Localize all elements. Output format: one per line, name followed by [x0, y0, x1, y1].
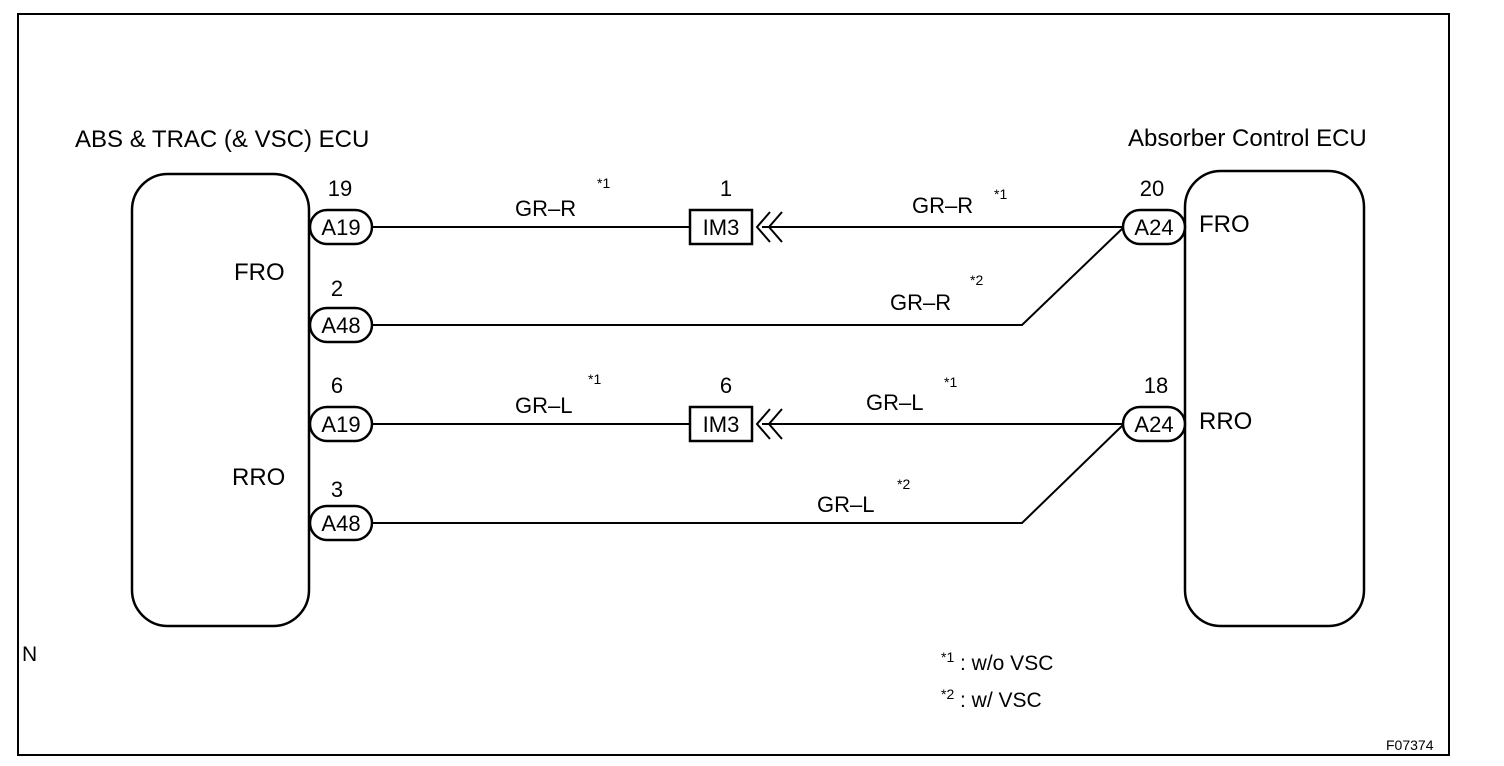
- wire-note: *2: [970, 272, 983, 288]
- legend-text: : w/o VSC: [960, 652, 1053, 675]
- connector-label: A24: [1134, 412, 1173, 437]
- pin-number: 1: [720, 176, 732, 201]
- connector-chevron-icon: [755, 211, 771, 243]
- pin-number: 18: [1144, 373, 1168, 398]
- pin-number: 3: [331, 477, 343, 502]
- wire-label-6: GR–L *2: [817, 476, 910, 517]
- abs-connector-4: A48 3: [308, 477, 374, 542]
- abs-connector-1: A19 19: [308, 176, 374, 246]
- pin-number: 2: [331, 276, 343, 301]
- wire-note: *1: [597, 175, 610, 191]
- wire-rro-vsc: [372, 423, 1125, 524]
- wire-label-5: GR–L *1: [866, 374, 957, 415]
- pin-number: 6: [720, 373, 732, 398]
- wire-note: *1: [994, 186, 1007, 202]
- wire-note: *2: [897, 476, 910, 492]
- wire-label-1: GR–R *1: [515, 175, 610, 221]
- wire-color: GR–R: [515, 196, 576, 221]
- abs-signal-fro: FRO: [234, 259, 285, 286]
- wire-color: GR–R: [912, 193, 973, 218]
- wire-note: *1: [944, 374, 957, 390]
- abs-connector-3: A19 6: [308, 373, 374, 443]
- legend: *1 : w/o VSC *2 : w/ VSC: [941, 649, 1053, 712]
- wire-label-4: GR–L *1: [515, 371, 601, 418]
- connector-chevron-icon: [755, 408, 771, 440]
- abs-ecu-body: [130, 172, 311, 628]
- legend-mark: *1: [941, 649, 954, 665]
- wire-color: GR–R: [890, 290, 951, 315]
- absorber-signal-fro: FRO: [1199, 211, 1250, 238]
- connector-label: A48: [321, 511, 360, 536]
- wire-fro-vsc: [372, 226, 1125, 326]
- wire-color: GR–L: [515, 393, 572, 418]
- connector-label: A19: [321, 215, 360, 240]
- wire-color: GR–L: [817, 492, 874, 517]
- junction-connector-2: IM3 6: [688, 373, 783, 443]
- connector-chevron-icon: [767, 408, 783, 440]
- connector-label: A48: [321, 313, 360, 338]
- legend-mark: *2: [941, 686, 954, 702]
- figure-code: F07374: [1386, 737, 1434, 753]
- diagram-frame: [17, 13, 1450, 756]
- absorber-connector-1: A24 20: [1121, 176, 1187, 246]
- absorber-signal-rro: RRO: [1199, 408, 1252, 435]
- absorber-ecu-title: Absorber Control ECU: [1128, 125, 1367, 152]
- abs-signal-rro: RRO: [232, 464, 285, 491]
- absorber-connector-2: A24 18: [1121, 373, 1187, 443]
- wire-color: GR–L: [866, 390, 923, 415]
- absorber-ecu-body: [1183, 169, 1366, 628]
- connector-label: A24: [1134, 215, 1173, 240]
- connector-label: A19: [321, 412, 360, 437]
- wire-label-2: GR–R *1: [912, 186, 1007, 218]
- legend-text: : w/ VSC: [960, 689, 1042, 712]
- connector-label: IM3: [703, 412, 740, 437]
- wire-note: *1: [588, 371, 601, 387]
- connector-chevron-icon: [767, 211, 783, 243]
- abs-connector-2: A48 2: [308, 276, 374, 344]
- pin-number: 20: [1140, 176, 1164, 201]
- connector-label: IM3: [703, 215, 740, 240]
- junction-connector-1: IM3 1: [688, 176, 783, 246]
- pin-number: 19: [328, 176, 352, 201]
- side-mark: N: [22, 643, 37, 666]
- pin-number: 6: [331, 373, 343, 398]
- abs-ecu-title: ABS & TRAC (& VSC) ECU: [75, 126, 369, 153]
- wire-lines: [372, 226, 1125, 524]
- wire-label-3: GR–R *2: [890, 272, 983, 315]
